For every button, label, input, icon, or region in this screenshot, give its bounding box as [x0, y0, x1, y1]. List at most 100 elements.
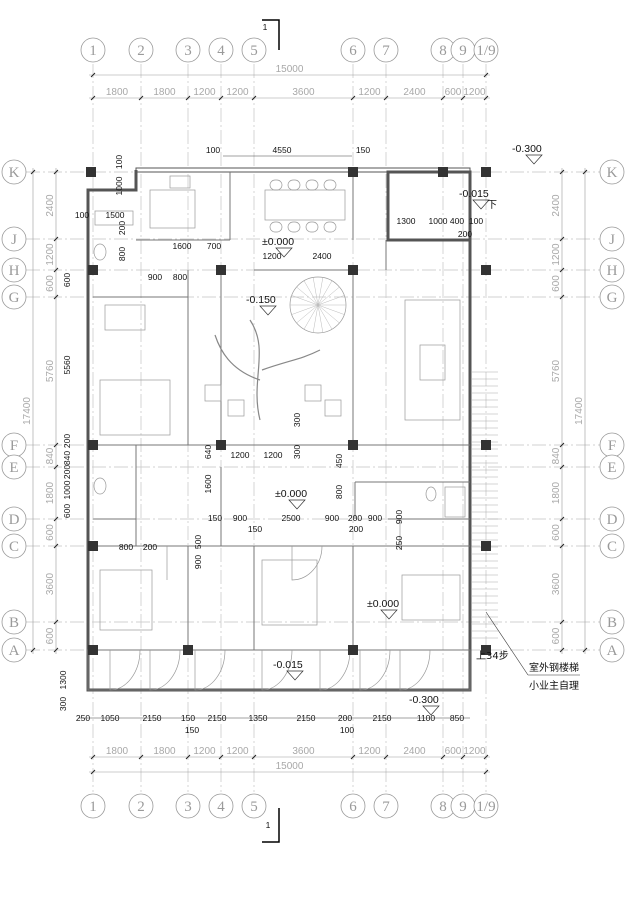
axis-bubble [599, 454, 625, 480]
axis-label-right: C [607, 539, 617, 555]
column [481, 440, 491, 450]
detail-dimension: 150 [248, 524, 262, 534]
axis-label-bottom: 9 [459, 799, 467, 815]
axis-bubble [473, 793, 499, 819]
axis-label-right: A [607, 643, 618, 659]
detail-dimension: 200 [62, 434, 72, 448]
dim-tick [440, 95, 446, 101]
row-spacing-dim: 1800 [551, 481, 562, 504]
detail-dimension: 300 [58, 697, 68, 711]
axis-label-right: E [607, 460, 616, 476]
dim-tick [185, 95, 191, 101]
door-swing [194, 649, 226, 691]
axis-label-bottom: 7 [382, 799, 390, 815]
detail-dimension: 5560 [62, 355, 72, 374]
row-spacing-dim: 600 [551, 524, 562, 541]
detail-dimension: 200 [349, 524, 363, 534]
column [216, 440, 226, 450]
column-spacing-dim: 1200 [193, 87, 216, 98]
dim-tick [53, 267, 59, 273]
dim-tick [559, 464, 565, 470]
dim-tick [559, 169, 565, 175]
axis-bubble [241, 793, 267, 819]
column-spacing-dim: 2400 [403, 87, 426, 98]
row-spacing-dim: 5760 [551, 359, 562, 382]
elevation-label: -0.150 [246, 294, 276, 306]
bed [99, 379, 171, 436]
axis-label-bottom: 1/9 [476, 799, 495, 815]
column [481, 541, 491, 551]
axis-label-right: D [607, 512, 618, 528]
detail-dimension: 800 [173, 272, 187, 282]
dim-tick [559, 236, 565, 242]
courtyard-seat [304, 384, 322, 402]
spiral-step [317, 304, 345, 315]
axis-bubble [599, 609, 625, 635]
column-total-dim: 15000 [276, 761, 304, 772]
dim-tick [559, 442, 565, 448]
axis-bubble [80, 793, 106, 819]
detail-dimension: 1600 [173, 241, 192, 251]
detail-dimension: 2500 [282, 513, 301, 523]
axis-bubble [128, 37, 154, 63]
column-spacing-dim: 2400 [403, 746, 426, 757]
detail-dimension: 1500 [106, 210, 125, 220]
axis-label-top: 5 [250, 43, 258, 59]
stair-note: 上34步 [476, 650, 509, 662]
detail-dimension: 300 [292, 445, 302, 459]
dim-tick [559, 294, 565, 300]
axis-bubble [1, 159, 27, 185]
axis-bubble [599, 257, 625, 283]
column [348, 167, 358, 177]
detail-dimension: 100 [340, 725, 354, 735]
row-spacing-dim: 3600 [45, 572, 56, 595]
dim-tick [218, 754, 224, 760]
dim-tick [559, 516, 565, 522]
desk [104, 304, 146, 331]
toilet [93, 243, 107, 261]
column [481, 645, 491, 655]
column [348, 440, 358, 450]
column-spacing-dim: 1800 [106, 746, 129, 757]
dim-tick [460, 754, 466, 760]
elevation-marker [286, 670, 304, 681]
row-spacing-dim: 600 [45, 524, 56, 541]
detail-dimension: 300 [292, 413, 302, 427]
dim-tick [30, 647, 36, 653]
chair [305, 179, 319, 191]
door-swing [149, 649, 181, 691]
row-spacing-dim: 600 [45, 275, 56, 292]
axis-label-top: 1 [89, 43, 97, 59]
axis-bubble [599, 506, 625, 532]
axis-label-top: 7 [382, 43, 390, 59]
dim-tick [138, 95, 144, 101]
down-label: 下 [487, 200, 497, 211]
door-swing [261, 649, 293, 691]
axis-label-top: 3 [184, 43, 192, 59]
column [86, 167, 96, 177]
dim-tick [53, 236, 59, 242]
axis-bubble [1, 454, 27, 480]
column-spacing-dim: 1200 [358, 746, 381, 757]
axis-bubble [80, 37, 106, 63]
detail-dimension: 900 [233, 513, 247, 523]
column-spacing-dim: 1800 [153, 87, 176, 98]
spiral-step [312, 304, 319, 333]
dim-tick [90, 754, 96, 760]
axis-label-left: F [10, 438, 18, 454]
columns [86, 167, 491, 655]
dim-tick [53, 516, 59, 522]
dim-tick [185, 754, 191, 760]
axis-label-bottom: 2 [137, 799, 145, 815]
spiral-step [296, 304, 319, 324]
column [348, 645, 358, 655]
section-mark-label: 1 [263, 22, 268, 32]
column-spacing-dim: 1200 [463, 87, 486, 98]
detail-dimension: 1000 [114, 176, 124, 195]
axis-label-top: 6 [349, 43, 357, 59]
stair-callout-line: 小业主自理 [529, 679, 579, 692]
detail-dimension: 600 [62, 504, 72, 518]
column [216, 265, 226, 275]
detail-dimension: 700 [207, 241, 221, 251]
